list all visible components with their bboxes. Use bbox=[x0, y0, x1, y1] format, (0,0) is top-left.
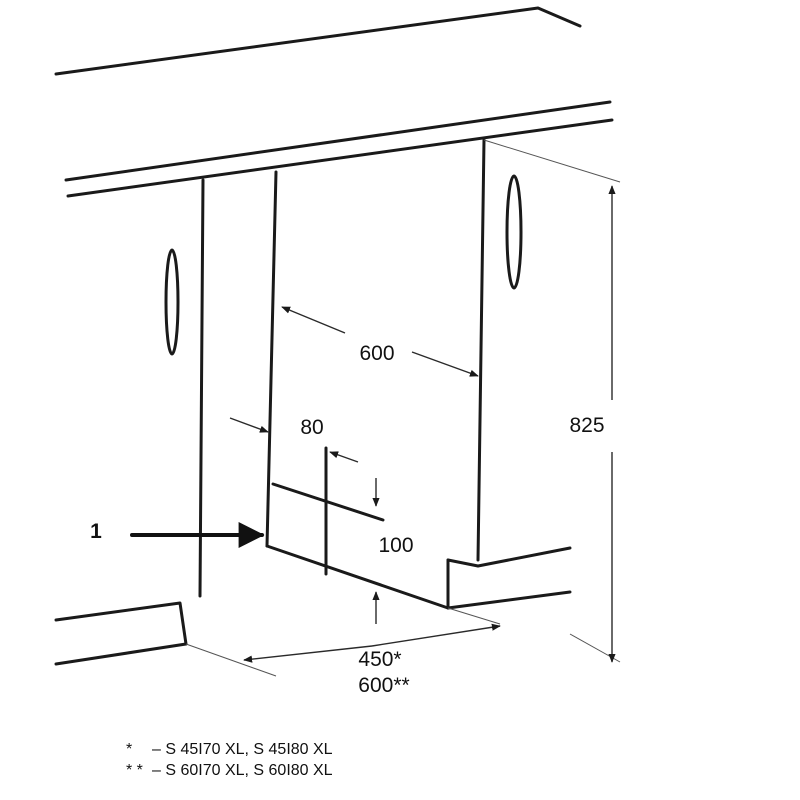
offset-label: 80 bbox=[300, 416, 323, 439]
footnote-1-marker: * bbox=[126, 741, 132, 758]
height-label: 825 bbox=[569, 414, 604, 437]
depth-dimension: 100 bbox=[372, 478, 414, 624]
plinth-label-450: 450* bbox=[358, 648, 401, 671]
width-label: 600 bbox=[359, 342, 394, 365]
depth-label: 100 bbox=[378, 534, 413, 557]
right-cabinet bbox=[446, 138, 572, 610]
width-dimension: 600 bbox=[281, 306, 479, 377]
plinth-dimension: 450* 600** bbox=[243, 623, 501, 697]
appliance-niche bbox=[265, 170, 450, 610]
left-cabinet-handle bbox=[164, 248, 180, 356]
countertop bbox=[54, 6, 614, 198]
footnote-2-text: – S 60I70 XL, S 60I80 XL bbox=[152, 762, 333, 779]
extension-lines bbox=[185, 139, 621, 677]
offset-dimension: 80 bbox=[229, 416, 359, 463]
height-dimension: 825 bbox=[569, 185, 616, 663]
footnote-1-text: – S 45I70 XL, S 45I80 XL bbox=[152, 741, 333, 758]
footnote-2-marker: * * bbox=[126, 762, 143, 779]
callout-number: 1 bbox=[90, 520, 102, 543]
footnotes: * – S 45I70 XL, S 45I80 XL * * – S 60I70… bbox=[126, 741, 333, 779]
right-cabinet-handle bbox=[505, 174, 523, 290]
plinth-label-600: 600** bbox=[358, 674, 409, 697]
callout-1: 1 bbox=[90, 520, 265, 548]
left-cabinet bbox=[54, 178, 205, 666]
